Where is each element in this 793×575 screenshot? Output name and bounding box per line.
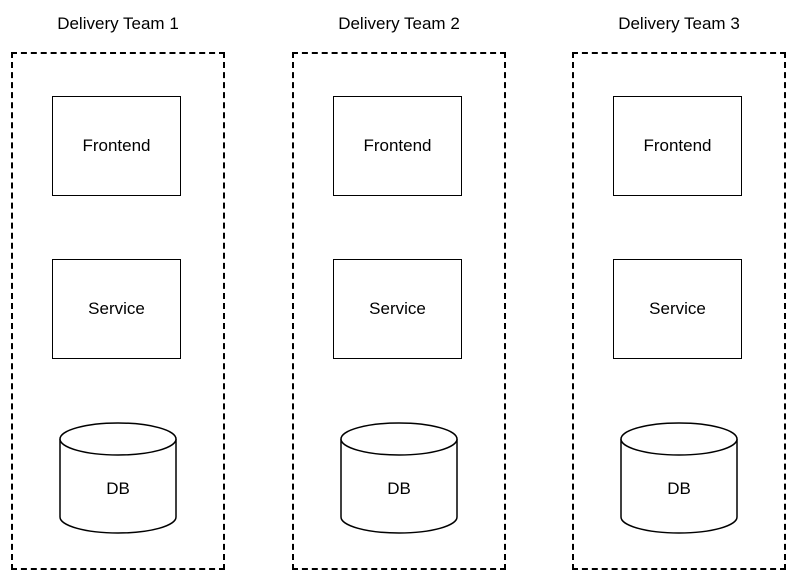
db-label: DB: [387, 479, 411, 498]
team-boundary: [292, 52, 506, 570]
service-label: Service: [649, 299, 706, 318]
service-label: Service: [88, 299, 145, 318]
frontend-box: Frontend: [52, 96, 181, 196]
service-box: Service: [52, 259, 181, 359]
service-label: Service: [369, 299, 426, 318]
database-icon: [59, 422, 177, 534]
db-label: DB: [667, 479, 691, 498]
team-title: Delivery Team 3: [618, 14, 740, 33]
database-cylinder: DB: [58, 421, 178, 535]
team-boundary: [11, 52, 225, 570]
service-box: Service: [613, 259, 742, 359]
database-cylinder: DB: [619, 421, 739, 535]
frontend-box: Frontend: [613, 96, 742, 196]
team-group-3: Delivery Team 3 Frontend Service DB: [572, 0, 786, 575]
frontend-label: Frontend: [363, 136, 432, 155]
frontend-label: Frontend: [82, 136, 151, 155]
team-title: Delivery Team 1: [57, 14, 179, 33]
db-label: DB: [106, 479, 130, 498]
team-group-1: Delivery Team 1 Frontend Service DB: [11, 0, 225, 575]
service-box: Service: [333, 259, 462, 359]
team-group-2: Delivery Team 2 Frontend Service DB: [292, 0, 506, 575]
database-cylinder: DB: [339, 421, 459, 535]
database-icon: [340, 422, 458, 534]
frontend-box: Frontend: [333, 96, 462, 196]
team-title: Delivery Team 2: [338, 14, 460, 33]
frontend-label: Frontend: [643, 136, 712, 155]
database-icon: [620, 422, 738, 534]
team-boundary: [572, 52, 786, 570]
